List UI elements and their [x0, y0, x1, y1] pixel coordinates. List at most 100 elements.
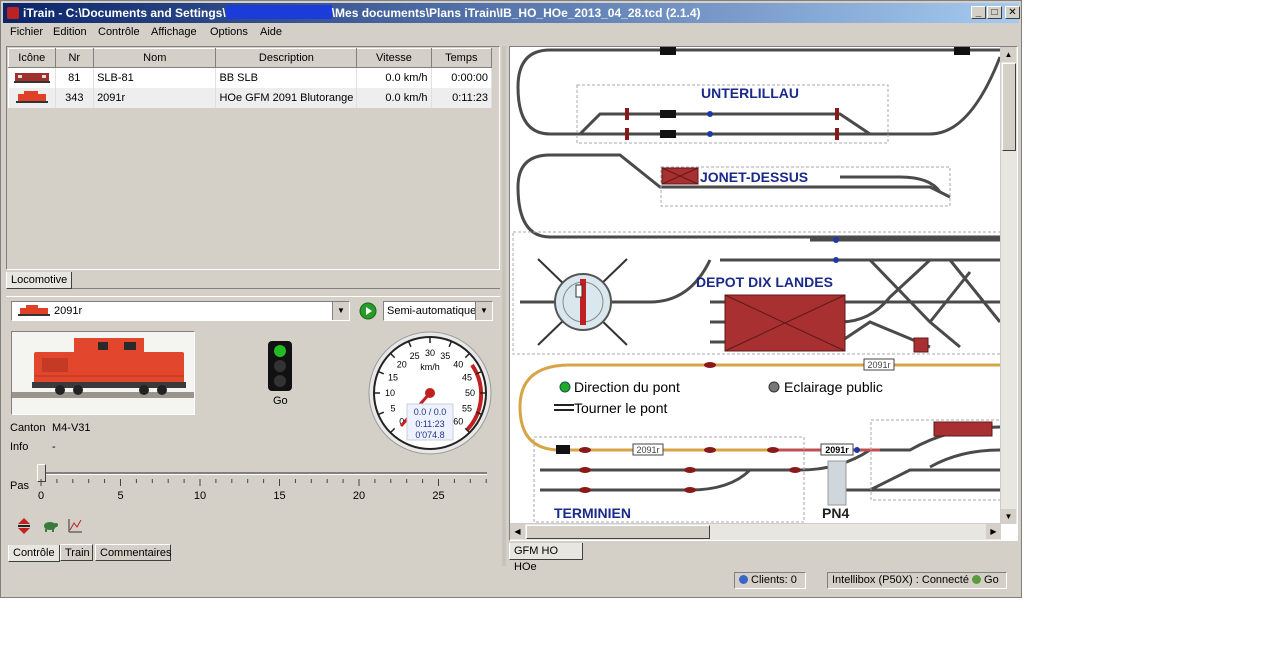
status-dot-icon: [972, 575, 982, 584]
menu-controle[interactable]: Contrôle: [98, 26, 140, 38]
tab-locomotive[interactable]: Locomotive: [6, 272, 72, 289]
loco-icon-cell: [8, 88, 56, 108]
switch-icon[interactable]: [554, 404, 574, 411]
scroll-right-icon[interactable]: ▶: [986, 524, 1001, 539]
direction-toggle-icon[interactable]: [17, 518, 31, 534]
panel-splitter[interactable]: [502, 46, 506, 566]
speedometer-tick-label: 25: [410, 351, 420, 361]
house-icon[interactable]: [913, 337, 929, 353]
terminien-building[interactable]: [933, 421, 993, 437]
speedometer-tick: [407, 340, 412, 348]
canton-value: M4-V31: [52, 422, 91, 434]
track-layout-canvas[interactable]: 2091r 2091r 2091r UNTERLILLAU JONET-DESS…: [510, 47, 1017, 540]
speedometer-tick-label: 55: [462, 403, 472, 413]
speedometer-tick-label: 15: [388, 373, 398, 383]
turtle-icon[interactable]: [41, 519, 59, 533]
app-icon[interactable]: [7, 7, 19, 19]
direction-pont-label: Direction du pont: [574, 379, 680, 395]
menu-bar: Fichier Edition Contrôle Affichage Optio…: [3, 24, 1019, 42]
col-icone[interactable]: Icône: [8, 48, 56, 68]
close-button[interactable]: ✕: [1005, 6, 1020, 19]
chevron-down-icon[interactable]: ▼: [332, 302, 349, 320]
loco-name: 2091r: [93, 88, 217, 108]
tab-layout[interactable]: GFM HO HOe: [509, 543, 583, 573]
col-temps[interactable]: Temps: [430, 48, 493, 68]
pas-label: Pas: [10, 480, 29, 492]
menu-edition[interactable]: Edition: [53, 26, 87, 38]
slider-tick-label: 5: [117, 490, 123, 502]
scroll-down-icon[interactable]: ▼: [1001, 509, 1016, 524]
time-readout: 0:11:23: [415, 419, 444, 429]
tab-divider: [72, 288, 500, 289]
chart-icon[interactable]: [67, 518, 83, 534]
chevron-down-icon[interactable]: ▼: [475, 302, 492, 320]
signal-light-icon[interactable]: [266, 341, 294, 395]
loco-select-value: 2091r: [54, 305, 83, 317]
loco-description: HOe GFM 2091 Blutorange: [215, 88, 358, 108]
speedometer-tick: [475, 411, 483, 416]
train-tag[interactable]: 2091r: [867, 360, 890, 370]
speed-slider-track[interactable]: [41, 472, 487, 475]
speedometer-tick-label: 45: [462, 373, 472, 383]
app-window: iTrain - C:\Documents and Settings\\Mes …: [0, 0, 1022, 598]
speedometer-tick-label: 20: [397, 360, 407, 370]
col-description[interactable]: Description: [215, 48, 358, 68]
mode-select-value: Semi-automatique: [387, 305, 477, 317]
scroll-up-icon[interactable]: ▲: [1001, 47, 1016, 62]
loco-select[interactable]: 2091r ▼: [11, 301, 350, 321]
col-vitesse[interactable]: Vitesse: [356, 48, 432, 68]
locomotive-picture: [12, 338, 194, 398]
speedometer-tick: [389, 352, 396, 359]
maximize-button[interactable]: □: [987, 6, 1002, 19]
track-layout-panel[interactable]: 2091r 2091r 2091r UNTERLILLAU JONET-DESS…: [509, 46, 1018, 541]
speedometer-tick-label: 0: [399, 416, 404, 426]
globe-icon: [739, 575, 748, 584]
scroll-thumb-vertical[interactable]: [1002, 63, 1016, 151]
speedometer-tick: [377, 370, 385, 375]
slider-tick-label: 0: [38, 490, 44, 502]
col-nom[interactable]: Nom: [93, 48, 217, 68]
canton-label: Canton: [10, 422, 46, 434]
menu-affichage[interactable]: Affichage: [151, 26, 197, 38]
menu-aide[interactable]: Aide: [260, 26, 283, 38]
speed-readout: 0.0 / 0.0: [414, 407, 447, 417]
speedometer-tick-label: 50: [465, 388, 475, 398]
col-nr[interactable]: Nr: [54, 48, 95, 68]
scroll-thumb-horizontal[interactable]: [526, 525, 710, 539]
station-label-jonet: JONET-DESSUS: [700, 169, 808, 185]
tab-train[interactable]: Train: [60, 544, 93, 561]
scroll-left-icon[interactable]: ◀: [510, 524, 525, 539]
locomotive-icon: [18, 305, 50, 316]
table-row[interactable]: 343 2091r HOe GFM 2091 Blutorange 0.0 km…: [8, 88, 493, 108]
speedometer-tick-label: 40: [453, 360, 463, 370]
slider-tick-label: 25: [432, 490, 444, 502]
horizontal-scrollbar[interactable]: ◀ ▶: [510, 523, 1001, 540]
tab-commentaires[interactable]: Commentaires: [95, 544, 172, 561]
table-row[interactable]: 81 SLB-81 BB SLB 0.0 km/h 0:00:00: [8, 67, 493, 88]
slider-tick-label: 10: [194, 490, 206, 502]
status-grey-icon[interactable]: [768, 381, 780, 393]
minimize-button[interactable]: _: [971, 6, 986, 19]
slider-tick-label: 20: [353, 490, 365, 502]
info-value: -: [52, 441, 56, 453]
distance-readout: 0'074.8: [415, 430, 444, 440]
level-crossing[interactable]: [827, 460, 847, 506]
vertical-scrollbar[interactable]: ▲ ▼: [1000, 47, 1017, 524]
turntable-icon[interactable]: [537, 258, 628, 346]
menu-options[interactable]: Options: [210, 26, 248, 38]
speedometer-tick: [389, 427, 396, 434]
speedometer-tick-label: 5: [391, 403, 396, 413]
connection-status: Intellibox (P50X) : Connecté Go: [827, 572, 1007, 589]
menu-fichier[interactable]: Fichier: [10, 26, 44, 38]
signal-label: Go: [273, 395, 288, 407]
train-tag[interactable]: 2091r: [636, 445, 659, 455]
tab-controle[interactable]: Contrôle: [8, 545, 60, 562]
status-green-icon[interactable]: [559, 381, 571, 393]
play-icon[interactable]: [359, 302, 377, 320]
mode-select[interactable]: Semi-automatique ▼: [383, 301, 493, 321]
speedometer-tick: [475, 370, 483, 375]
train-tag[interactable]: 2091r: [825, 445, 849, 455]
slider-tick-label: 15: [273, 490, 285, 502]
title-bar[interactable]: iTrain - C:\Documents and Settings\\Mes …: [3, 3, 1020, 23]
